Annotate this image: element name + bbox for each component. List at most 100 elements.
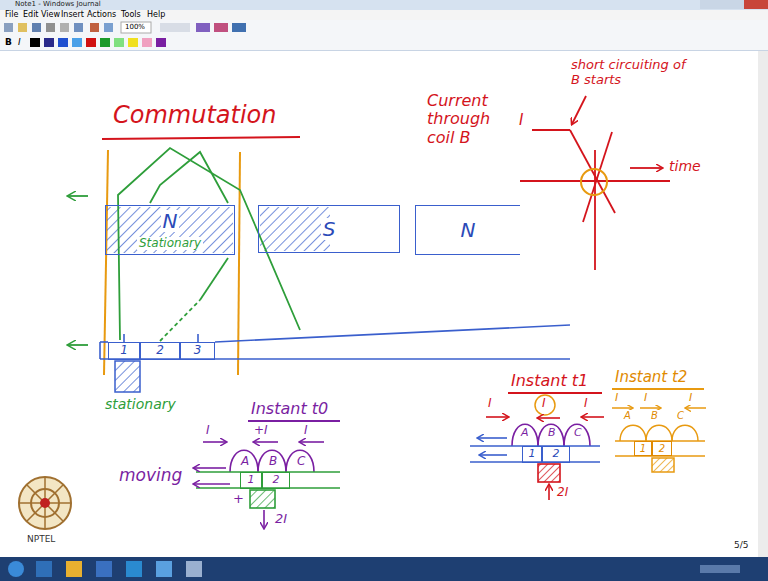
instant-t0-sketch (250, 490, 275, 508)
instant-t2-sketch (620, 425, 646, 441)
commutator-segment: 1 (240, 472, 262, 489)
commutator-segment: 2 (542, 446, 570, 463)
instant-t2-sketch (686, 407, 706, 409)
node-label: 2 (271, 474, 282, 486)
window-chrome (160, 23, 190, 32)
bold-button: B (4, 37, 13, 47)
commutator-strip (123, 334, 125, 342)
instant-t1-sketch (564, 424, 590, 446)
current-label: 2I (556, 486, 569, 500)
window-chrome (121, 22, 151, 33)
instant-t1-sketch (512, 424, 538, 446)
instant-t1-sketch (486, 416, 508, 418)
instant-t1-sketch (538, 464, 560, 482)
instant-t0-sketch (286, 450, 314, 472)
current-label: I (205, 424, 211, 438)
motion-note: moving (118, 466, 183, 486)
pole-hatching (107, 207, 233, 253)
window-chrome (72, 38, 82, 47)
commutator-segment: 2 (652, 441, 672, 456)
commutator-strip (99, 342, 101, 359)
window-chrome (60, 23, 69, 32)
commutator-segment: 2 (140, 342, 180, 360)
node-label: 1 (246, 474, 257, 486)
instant-t0-sketch (194, 467, 226, 469)
instant-t0-sketch (258, 450, 286, 472)
instant-t0-sketch (203, 441, 226, 443)
instant-t2-sketch (646, 425, 672, 441)
instant-t1-sketch (538, 424, 564, 446)
instant-t1-sketch (508, 392, 602, 394)
current-label: I (688, 392, 693, 405)
armature-coil (160, 300, 200, 341)
zero-crossing-circle (581, 169, 607, 195)
window-chrome (128, 38, 138, 47)
window-chrome (36, 561, 52, 577)
window-chrome (30, 38, 40, 47)
motion-arrow (68, 195, 88, 197)
current-graph (532, 129, 570, 131)
zoom-level: 100% (124, 23, 146, 31)
window-chrome (0, 50, 768, 51)
current-graph (572, 96, 586, 124)
armature-coil (150, 152, 228, 203)
current-label: I (583, 397, 589, 411)
window-chrome (232, 23, 246, 32)
node-label: 1 (118, 344, 130, 357)
current-label: I (303, 424, 309, 438)
heading-underline (102, 137, 300, 139)
commutator-segment: 3 (180, 342, 215, 360)
magnet-pole: N (415, 205, 520, 255)
window-chrome (90, 23, 99, 32)
window-chrome (0, 10, 768, 20)
callout-note: short circuiting of B starts (570, 58, 698, 88)
commutator-strip (197, 334, 199, 342)
instant-t1-sketch (548, 485, 550, 500)
window-chrome (214, 23, 228, 32)
window-chrome (18, 23, 27, 32)
menu-item: Help (146, 10, 166, 19)
instant-t0-sketch (230, 450, 258, 472)
commutator-strip (100, 341, 108, 343)
window-chrome (66, 561, 82, 577)
node-label: N (459, 219, 478, 241)
brush-note: stationary (104, 396, 177, 412)
window-chrome (186, 561, 202, 577)
carbon-brush (115, 361, 140, 392)
instant-t1-sketch (470, 393, 604, 500)
window-title: Note1 - Windows Journal (14, 0, 102, 8)
coil-letter: B (547, 427, 557, 440)
window-chrome (142, 38, 152, 47)
commutator-segment: 1 (634, 441, 652, 456)
instant-t1-sketch (538, 417, 560, 419)
node-label: N (161, 210, 180, 232)
instant-t0-sketch (263, 510, 265, 528)
current-graph (583, 132, 612, 222)
menu-item: Actions (86, 10, 117, 19)
coil-letter: B (650, 410, 659, 422)
commutator-segment: 2 (262, 472, 290, 489)
coil-letter: B (268, 455, 278, 469)
pole-hatching (260, 207, 330, 251)
window-chrome (96, 561, 112, 577)
instant-t0-sketch (300, 441, 324, 443)
instant-t0-sketch (248, 420, 340, 422)
instant-heading: Instant t2 (614, 369, 688, 386)
window-chrome (156, 38, 166, 47)
current-level: I (518, 112, 524, 129)
window-chrome (46, 23, 55, 32)
window-chrome (100, 38, 110, 47)
node-note: Stationary (137, 237, 203, 250)
carbon-brush (115, 361, 140, 392)
window-chrome (58, 38, 68, 47)
current-graph (520, 96, 670, 270)
armature-coil (118, 148, 300, 340)
window-chrome (114, 38, 124, 47)
page-number: 5/5 (733, 540, 749, 550)
window-chrome (700, 0, 722, 9)
commutator-segment: 1 (108, 342, 140, 360)
node-label: 2 (154, 344, 166, 357)
instant-t0-sketch (254, 441, 278, 443)
